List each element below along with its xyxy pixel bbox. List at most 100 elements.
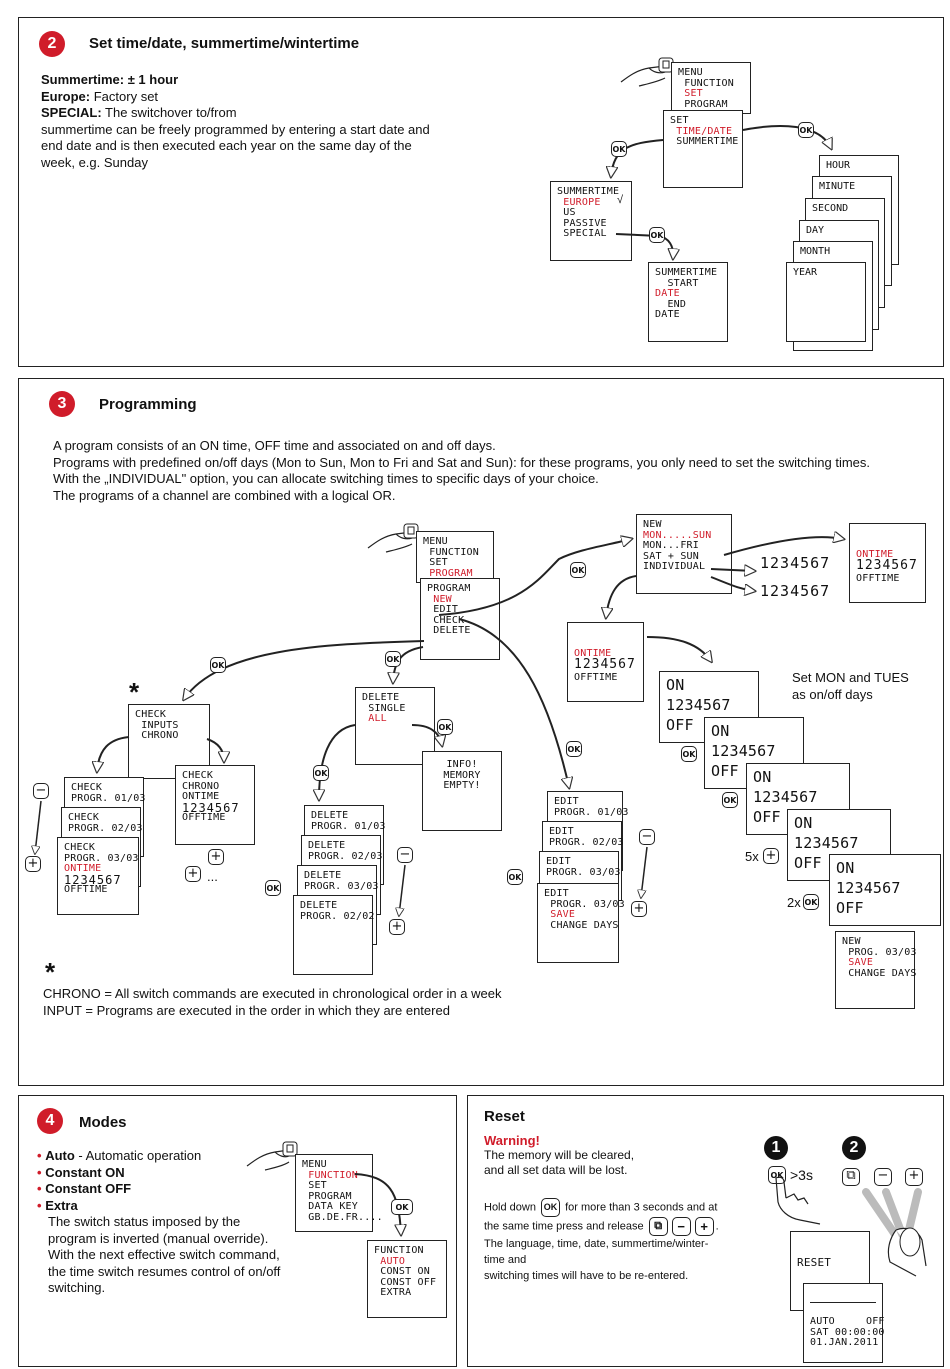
- lcd-line: US: [557, 207, 576, 218]
- ok-button[interactable]: OK: [507, 869, 523, 885]
- section-number-badge: 3: [49, 391, 75, 417]
- ok-button[interactable]: OK: [437, 719, 453, 735]
- lcd-line: SPECIAL: [557, 228, 607, 239]
- ok-button[interactable]: OK: [798, 122, 814, 138]
- lcd-line: PASSIVE: [557, 217, 607, 229]
- europe-text: Factory set: [90, 88, 159, 104]
- lcd-set: SET TIME/DATE SUMMERTIME: [663, 110, 743, 188]
- check-mark-icon: √: [617, 194, 624, 206]
- description-line: With the „INDIVIDUAL" option, you can al…: [53, 471, 599, 486]
- ok-button[interactable]: OK: [649, 227, 665, 243]
- step-badge: 1: [764, 1136, 788, 1160]
- lcd-menu: MENU FUNCTION SET PROGRAM: [416, 531, 494, 583]
- ok-button[interactable]: OK: [722, 792, 738, 808]
- ok-button[interactable]: OK: [570, 562, 586, 578]
- lcd-ontime: ONTIME 1234567 OFFTIME: [849, 523, 926, 603]
- description-line: The programs of a channel are combined w…: [53, 487, 396, 503]
- europe-label: Europe:: [41, 88, 91, 104]
- ok-button[interactable]: OK: [611, 141, 627, 157]
- lcd-line: PROGRAM: [678, 98, 728, 110]
- lcd-line: SUMMERTIME: [655, 267, 718, 278]
- section-number-badge: 2: [39, 31, 65, 57]
- modes-list: • Auto - Automatic operation • Constant …: [37, 1148, 281, 1295]
- warning-line: The memory will be cleared,: [484, 1148, 635, 1162]
- plus-button[interactable]: +: [25, 856, 41, 872]
- plus-button[interactable]: +: [208, 849, 224, 865]
- finger-press-icon: [775, 1176, 821, 1225]
- plus-button[interactable]: +: [185, 866, 201, 882]
- description-line: Programs with predefined on/off days (Mo…: [53, 454, 871, 470]
- days-indicator: 1234567: [760, 554, 831, 572]
- copy-button[interactable]: ⧉: [648, 1217, 668, 1236]
- lcd-line: SUMMERTIME: [670, 136, 739, 147]
- section-description: Summertime: ± 1 hour Europe: Factory set…: [41, 72, 481, 171]
- lcd-check: CHECK INPUTS CHRONO: [128, 704, 210, 779]
- footnote: CHRONO = All switch commands are execute…: [43, 986, 743, 1019]
- minus-button[interactable]: −: [397, 847, 413, 863]
- lcd-program: PROGRAM NEW EDIT CHECK DELETE: [420, 578, 500, 660]
- ok-button[interactable]: OK: [681, 746, 697, 762]
- section-description: A program consists of an ON time, OFF ti…: [53, 438, 933, 504]
- timeline-bar: [810, 1296, 876, 1303]
- lcd-line-selected: SET: [678, 88, 703, 99]
- fingers-press-icon: [862, 1188, 927, 1277]
- ok-button[interactable]: OK: [566, 741, 582, 757]
- minus-button[interactable]: −: [639, 829, 655, 845]
- lcd-line: FUNCTION: [678, 77, 734, 89]
- days-indicator: 1234567: [760, 582, 831, 600]
- lcd-line-selected: DATE: [655, 288, 680, 299]
- ok-button[interactable]: OK: [391, 1199, 413, 1215]
- special-label: SPECIAL:: [41, 105, 102, 120]
- section-title: Set time/date, summertime/wintertime: [89, 35, 360, 52]
- copy-button[interactable]: ⧉: [842, 1168, 860, 1186]
- section-title: Reset: [484, 1108, 525, 1125]
- minus-button[interactable]: −: [671, 1217, 691, 1236]
- ok-button[interactable]: OK: [210, 657, 226, 673]
- lcd-line: END: [655, 298, 687, 310]
- description-line: week, e.g. Sunday: [41, 154, 148, 170]
- minus-button[interactable]: −: [874, 1168, 892, 1186]
- footnote-line: INPUT = Programs are executed in the ord…: [43, 1002, 450, 1018]
- plus-button[interactable]: +: [389, 919, 405, 935]
- footnote-asterisk: *: [129, 677, 140, 707]
- lcd-special-dates: SUMMERTIME START DATE END DATE: [648, 262, 728, 342]
- lcd-line: DATE: [655, 309, 680, 320]
- ok-button[interactable]: OK: [541, 1198, 561, 1217]
- plus-button[interactable]: +: [905, 1168, 923, 1186]
- ok-button[interactable]: OK: [313, 765, 329, 781]
- lcd-menu: MENU FUNCTION SET PROGRAM: [671, 62, 751, 114]
- footnote-asterisk: *: [45, 957, 56, 987]
- ok-button[interactable]: OK: [385, 651, 401, 667]
- reset-instructions: Hold down OK for more than 3 seconds and…: [484, 1198, 754, 1284]
- ok-button[interactable]: OK: [265, 880, 281, 896]
- plus-button[interactable]: +: [631, 901, 647, 917]
- summertime-label: Summertime: ± 1 hour: [41, 72, 179, 87]
- ok-button[interactable]: OK: [803, 894, 819, 910]
- description-line: summertime can be freely programmed by e…: [41, 121, 430, 137]
- hand-press-icon: [620, 57, 674, 87]
- lcd-line-selected: TIME/DATE: [670, 125, 733, 137]
- press-count-label: 2x: [787, 895, 801, 910]
- minus-button[interactable]: −: [33, 783, 49, 799]
- plus-button[interactable]: +: [694, 1217, 714, 1236]
- ellipsis: ...: [207, 869, 218, 884]
- lcd-function: FUNCTION AUTO CONST ON CONST OFF EXTRA: [367, 1240, 447, 1318]
- step-badge: 2: [842, 1136, 866, 1160]
- lcd-line: SET: [670, 115, 689, 126]
- plus-button[interactable]: +: [763, 848, 779, 864]
- section-reset: Reset Warning! The memory will be cleare…: [467, 1095, 944, 1367]
- lcd-line-selected: EUROPE: [557, 196, 601, 208]
- section-programming: 3 Programming A program consists of an O…: [18, 378, 944, 1086]
- lcd-ontime: ONTIME 1234567 OFFTIME: [567, 622, 644, 702]
- warning-label: Warning!: [484, 1133, 540, 1148]
- section-title: Programming: [99, 396, 197, 413]
- hand-press-icon: [246, 1141, 298, 1171]
- hold-duration-label: >3s: [790, 1167, 813, 1183]
- section-number-badge: 4: [37, 1108, 63, 1134]
